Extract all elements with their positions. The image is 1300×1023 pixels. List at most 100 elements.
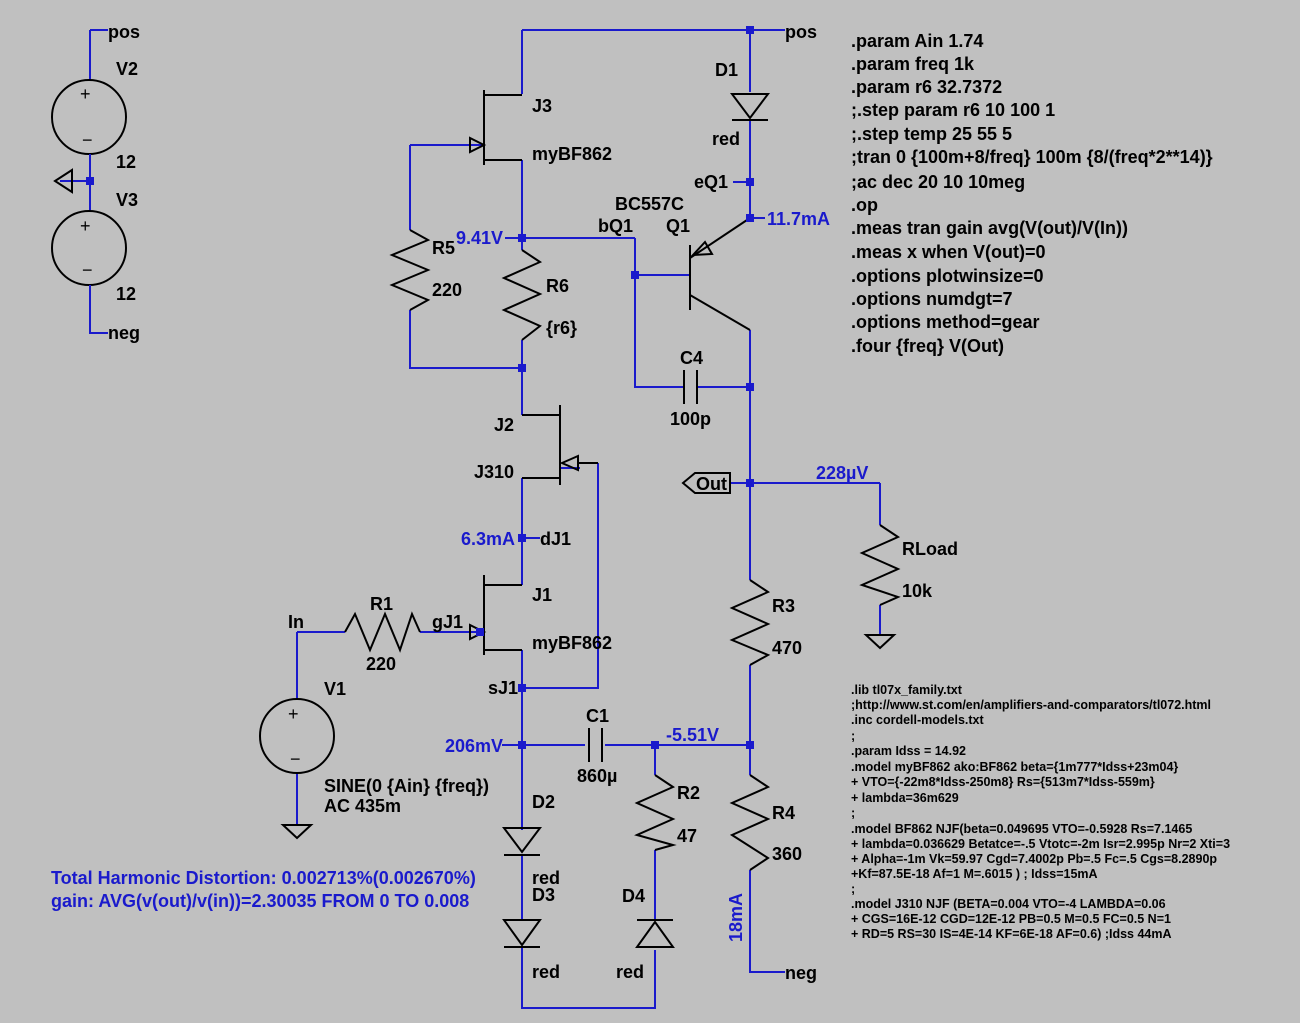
model-line: .model myBF862 ako:BF862 beta={1m777*Ids… (851, 760, 1178, 774)
ground-icon (53, 168, 73, 194)
probe-voltage-r2: -5.51V (666, 725, 719, 745)
spice-directives[interactable]: .param Ain 1.74 .param freq 1k .param r6… (851, 31, 1213, 356)
model-line: ; (851, 729, 855, 743)
probe-voltage-bq1: 9.41V (456, 228, 503, 248)
rload-value: 10k (902, 581, 933, 601)
svg-text:+: + (80, 84, 91, 104)
netlabel-pos: pos (785, 22, 817, 42)
r2-resistor[interactable]: R2 47 (634, 774, 700, 851)
netlabel-in: In (288, 612, 304, 632)
r4-value: 360 (772, 844, 802, 864)
d1-diode[interactable]: D1 red (712, 60, 770, 149)
c4-capacitor[interactable]: C4 100p (670, 348, 711, 429)
d4-model: red (616, 962, 644, 982)
v1-source[interactable]: + − V1 SINE(0 {Ain} {freq}) AC 435m (259, 679, 489, 816)
r2-name: R2 (677, 783, 700, 803)
d2-name: D2 (532, 792, 555, 812)
r6-value: {r6} (546, 318, 577, 338)
v1-value-line1: SINE(0 {Ain} {freq}) (324, 776, 489, 796)
svg-text:+: + (288, 704, 299, 724)
netlabel-gj1: gJ1 (432, 612, 463, 632)
directive-line: .param Ain 1.74 (851, 31, 983, 51)
supply-section: + − + − pos V2 12 V3 12 neg (51, 22, 140, 343)
model-line: ; (851, 806, 855, 820)
rload-resistor[interactable]: RLoad 10k (859, 524, 958, 606)
model-line: .param Idss = 14.92 (851, 744, 966, 758)
d4-diode[interactable]: D4 red (616, 886, 675, 982)
svg-text:−: − (82, 260, 93, 280)
directive-line: .op (851, 195, 878, 215)
d2-diode[interactable]: D2 red (502, 792, 560, 888)
c1-value: 860µ (577, 766, 617, 786)
r3-resistor[interactable]: R3 470 (729, 579, 802, 666)
svg-text:+: + (80, 216, 91, 236)
directive-line: .four {freq} V(Out) (851, 336, 1004, 356)
probe-current-r4: 18mA (726, 893, 746, 942)
gain-result: gain: AVG(v(out)/v(in))=2.30035 FROM 0 T… (51, 891, 469, 911)
probe-voltage-out: 228µV (816, 463, 868, 483)
v2-name: V2 (116, 59, 138, 79)
v2-value: 12 (116, 152, 136, 172)
svg-text:−: − (290, 749, 301, 769)
netlabel-pos-v2: pos (108, 22, 140, 42)
r4-name: R4 (772, 803, 795, 823)
r6-resistor[interactable]: R6 {r6} (501, 249, 577, 341)
svg-text:−: − (82, 130, 93, 150)
netlabel-neg-v3: neg (108, 323, 140, 343)
directive-line: ;tran 0 {100m+8/freq} 100m {8/(freq*2**1… (851, 147, 1213, 167)
j1-jfet[interactable]: J1 myBF862 (469, 575, 612, 655)
model-line: + CGS=16E-12 CGD=12E-12 PB=0.5 M=0.5 FC=… (851, 912, 1171, 926)
r4-resistor[interactable]: R4 360 (729, 774, 802, 871)
j3-model: myBF862 (532, 144, 612, 164)
probe-current-dj1: 6.3mA (461, 529, 515, 549)
r2-value: 47 (677, 826, 697, 846)
j3-jfet[interactable]: J3 myBF862 (469, 90, 612, 165)
r1-resistor[interactable]: R1 220 (344, 594, 421, 674)
v3-value: 12 (116, 284, 136, 304)
r3-value: 470 (772, 638, 802, 658)
r3-name: R3 (772, 596, 795, 616)
model-line: .model J310 NJF (BETA=0.004 VTO=-4 LAMBD… (851, 897, 1166, 911)
model-line: + lambda=0.036629 Betatce=-.5 Vtotc=-2m … (851, 837, 1230, 851)
d1-name: D1 (715, 60, 738, 80)
ground-icon (280, 824, 314, 840)
j1-model: myBF862 (532, 633, 612, 653)
model-directives[interactable]: .lib tl07x_family.txt ;http://www.st.com… (851, 683, 1230, 941)
model-line: .lib tl07x_family.txt (851, 683, 963, 697)
r5-value: 220 (432, 280, 462, 300)
netlabel-neg: neg (785, 963, 817, 983)
directive-line: .options plotwinsize=0 (851, 266, 1044, 286)
junction-dots (476, 26, 754, 749)
r5-resistor[interactable]: R5 220 (389, 229, 462, 311)
q1-name: Q1 (666, 216, 690, 236)
model-line: + Alpha=-1m Vk=59.97 Cgd=7.4002p Pb=.5 F… (851, 852, 1217, 866)
r1-value: 220 (366, 654, 396, 674)
out-port[interactable]: Out (681, 472, 731, 494)
directive-line: .param freq 1k (851, 54, 975, 74)
d4-name: D4 (622, 886, 645, 906)
d2-model: red (532, 868, 560, 888)
r6-name: R6 (546, 276, 569, 296)
model-line: + RD=5 RS=30 IS=4E-14 KF=6E-18 AF=0.6) ;… (851, 927, 1172, 941)
j3-name: J3 (532, 96, 552, 116)
model-line: +Kf=87.5E-18 Af=1 M=.6015 ) ; Idss=15mA (851, 867, 1098, 881)
directive-line: .param r6 32.7372 (851, 77, 1002, 97)
q1-transistor[interactable]: BC557C Q1 (615, 194, 751, 331)
r5-name: R5 (432, 238, 455, 258)
netlabel-out: Out (696, 474, 727, 494)
rload-name: RLoad (902, 539, 958, 559)
d3-diode[interactable]: D3 red (502, 885, 560, 982)
netlabel-dj1: dJ1 (540, 529, 571, 549)
r1-name: R1 (370, 594, 393, 614)
thd-result: Total Harmonic Distortion: 0.002713%(0.0… (51, 868, 476, 888)
probe-current-q1: 11.7mA (767, 209, 830, 229)
j2-jfet[interactable]: J2 J310 (474, 405, 598, 485)
model-line: .model BF862 NJF(beta=0.049695 VTO=-0.59… (851, 822, 1192, 836)
c1-capacitor[interactable]: C1 860µ (577, 706, 617, 786)
ground-icon (863, 634, 897, 650)
netlabel-sj1: sJ1 (488, 678, 518, 698)
directive-line: .options method=gear (851, 312, 1040, 332)
model-line: ; (851, 882, 855, 896)
directive-line: .meas tran gain avg(V(out)/V(In)) (851, 218, 1128, 238)
